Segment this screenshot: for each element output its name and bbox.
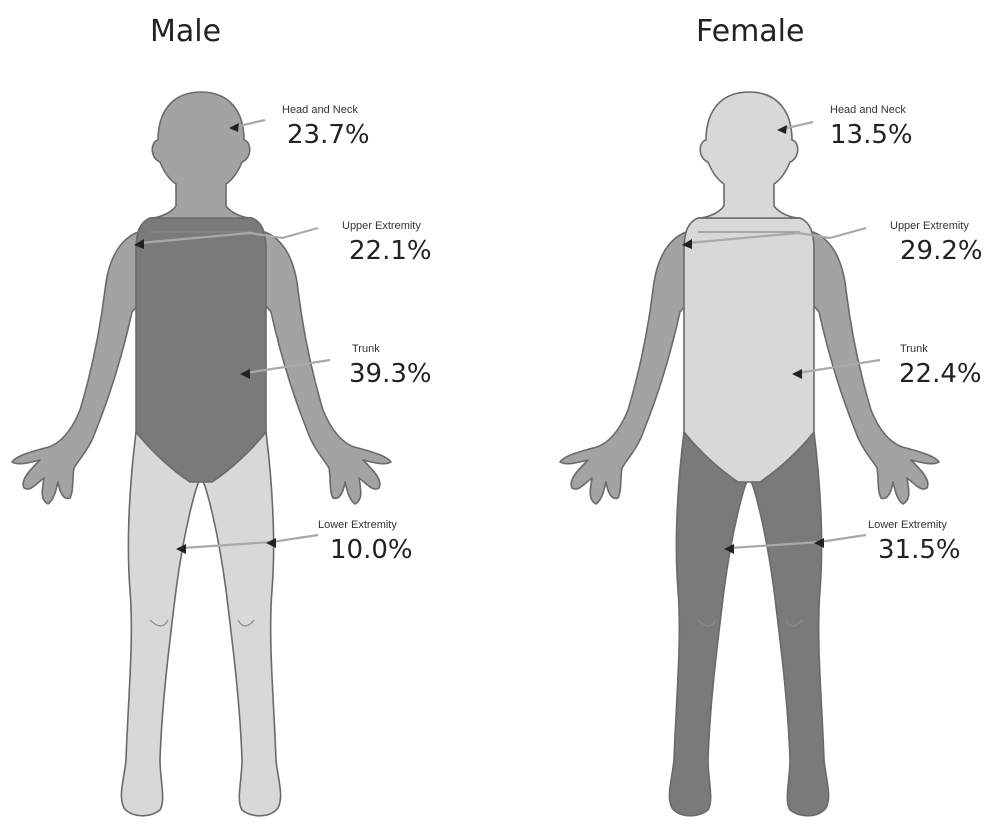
female-trunk-label: Trunk [900,343,928,355]
male-upper-extremity-label: Upper Extremity [342,220,421,232]
male-lower-extremity-value: 10.0% [330,535,413,565]
male-trunk-label: Trunk [352,343,380,355]
female-lower-extremity-label: Lower Extremity [868,519,947,531]
female-upper-extremity-value: 29.2% [900,236,983,266]
female-lower-region [669,432,750,816]
male-head-neck-value: 23.7% [287,120,370,150]
female-upper-extremity-label: Upper Extremity [890,220,969,232]
female-body-figure [560,92,939,816]
male-trunk-region [136,218,266,482]
male-lower-extremity-label: Lower Extremity [318,519,397,531]
female-head-neck-value: 13.5% [830,120,913,150]
male-head-region [150,92,252,218]
male-body-figure [12,92,391,816]
female-upper-region [560,232,690,504]
female-trunk-region [684,218,814,482]
male-upper-extremity-value: 22.1% [349,236,432,266]
female-head-neck-label: Head and Neck [830,104,906,116]
female-head-region [698,92,800,218]
male-lower-region [121,432,202,816]
male-trunk-value: 39.3% [349,359,432,389]
female-lower-extremity-value: 31.5% [878,535,961,565]
male-upper-region [12,232,142,504]
female-trunk-value: 22.4% [899,359,982,389]
male-head-neck-label: Head and Neck [282,104,358,116]
